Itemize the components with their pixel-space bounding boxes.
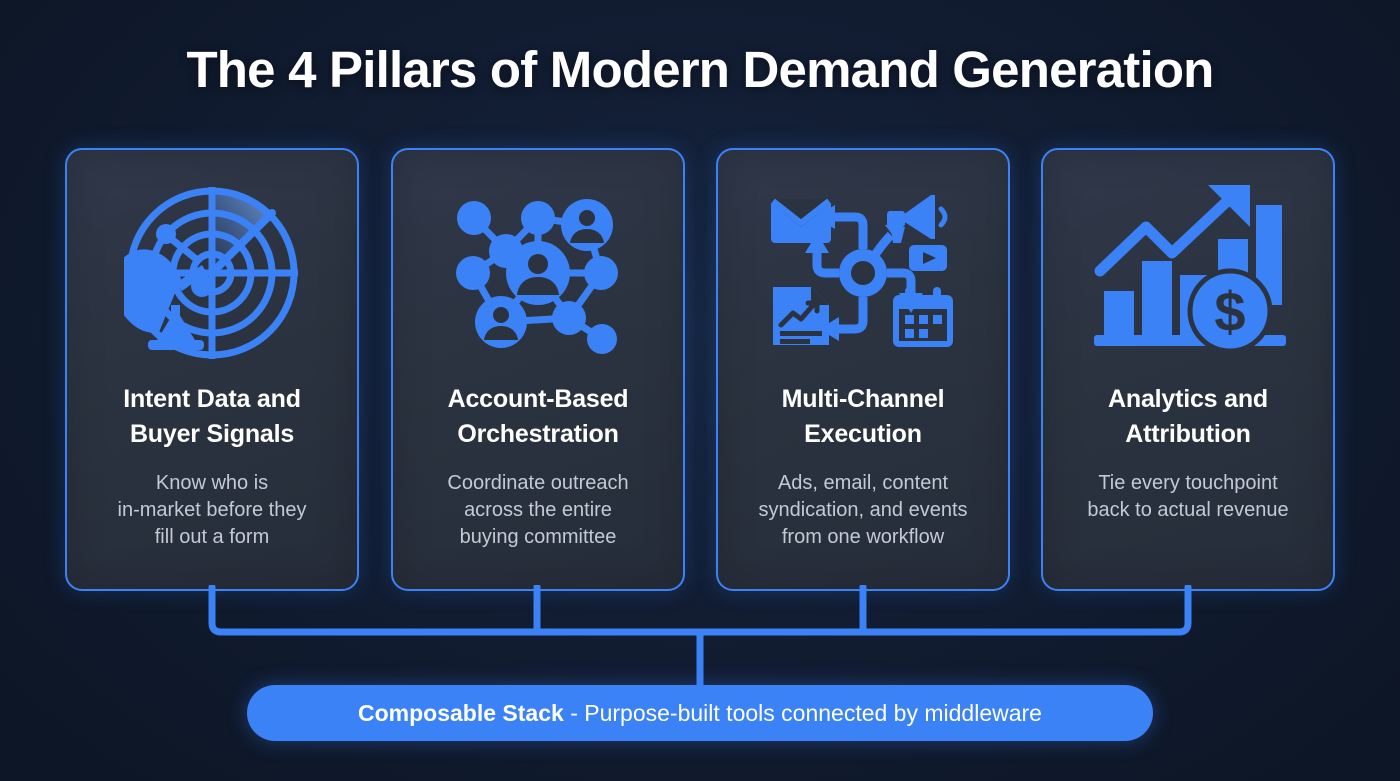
- pillar-card-description: Tie every touchpoint back to actual reve…: [1053, 470, 1323, 524]
- hub-channels-icon: [718, 178, 1008, 368]
- pillar-card-title: Analytics and Attribution: [1057, 382, 1319, 452]
- pillar-card-title: Intent Data and Buyer Signals: [81, 382, 343, 452]
- composable-stack-banner-separator: -: [563, 699, 585, 726]
- pillar-card-desc-line3: from one workflow: [781, 526, 945, 548]
- pillar-card-analytics-attribution[interactable]: $ Analytics and Attribution Tie every to…: [1041, 148, 1335, 591]
- pillar-card-title-line2: Execution: [804, 420, 922, 448]
- pillar-card-desc-line1: Coordinate outreach: [447, 472, 629, 494]
- pillar-card-desc-line2: in-market before they: [117, 499, 307, 521]
- pillar-card-title-line1: Intent Data and: [123, 385, 301, 413]
- radar-satellite-icon: [67, 178, 357, 368]
- connector-bracket: [0, 583, 1400, 705]
- pillar-card-desc-line1: Know who is: [155, 472, 269, 494]
- bar-chart-growth-dollar-icon: $: [1043, 178, 1333, 368]
- pillar-card-desc-line2: back to actual revenue: [1087, 499, 1289, 521]
- pillar-card-desc-line1: Ads, email, content: [777, 472, 949, 494]
- svg-text:$: $: [1214, 280, 1245, 343]
- pillar-card-title-line1: Account-Based: [447, 385, 629, 413]
- pillar-card-description: Coordinate outreach across the entire bu…: [403, 470, 673, 551]
- pillar-card-title-line1: Multi-Channel: [781, 385, 945, 413]
- composable-stack-banner[interactable]: Composable Stack - Purpose-built tools c…: [247, 685, 1153, 741]
- pillar-card-title: Account-Based Orchestration: [407, 382, 669, 452]
- pillar-card-title-line2: Orchestration: [457, 420, 619, 448]
- composable-stack-banner-text: Composable Stack - Purpose-built tools c…: [358, 700, 1042, 727]
- pillar-card-desc-line1: Tie every touchpoint: [1098, 472, 1278, 494]
- pillar-card-desc-line3: buying committee: [459, 526, 617, 548]
- page-title: The 4 Pillars of Modern Demand Generatio…: [186, 41, 1214, 98]
- pillar-card-description: Know who is in-market before they fill o…: [77, 470, 347, 551]
- pillar-card-multi-channel-execution[interactable]: Multi-Channel Execution Ads, email, cont…: [716, 148, 1010, 591]
- composable-stack-banner-body: Purpose-built tools connected by middlew…: [584, 699, 1042, 726]
- pillar-card-desc-line3: fill out a form: [154, 526, 270, 548]
- pillar-card-desc-line2: across the entire: [464, 499, 612, 521]
- pillar-card-title: Multi-Channel Execution: [732, 382, 994, 452]
- pillar-card-title-line2: Attribution: [1125, 420, 1251, 448]
- pillar-card-title-line1: Analytics and: [1108, 385, 1268, 413]
- pillar-card-description: Ads, email, content syndication, and eve…: [728, 470, 998, 551]
- pillar-card-account-based-orchestration[interactable]: Account-Based Orchestration Coordinate o…: [391, 148, 685, 591]
- pillar-card-title-line2: Buyer Signals: [129, 420, 295, 448]
- pillar-card-desc-line2: syndication, and events: [758, 499, 968, 521]
- pillar-card-intent-data[interactable]: Intent Data and Buyer Signals Know who i…: [65, 148, 359, 591]
- network-people-icon: [393, 178, 683, 368]
- composable-stack-banner-label: Composable Stack: [358, 699, 564, 726]
